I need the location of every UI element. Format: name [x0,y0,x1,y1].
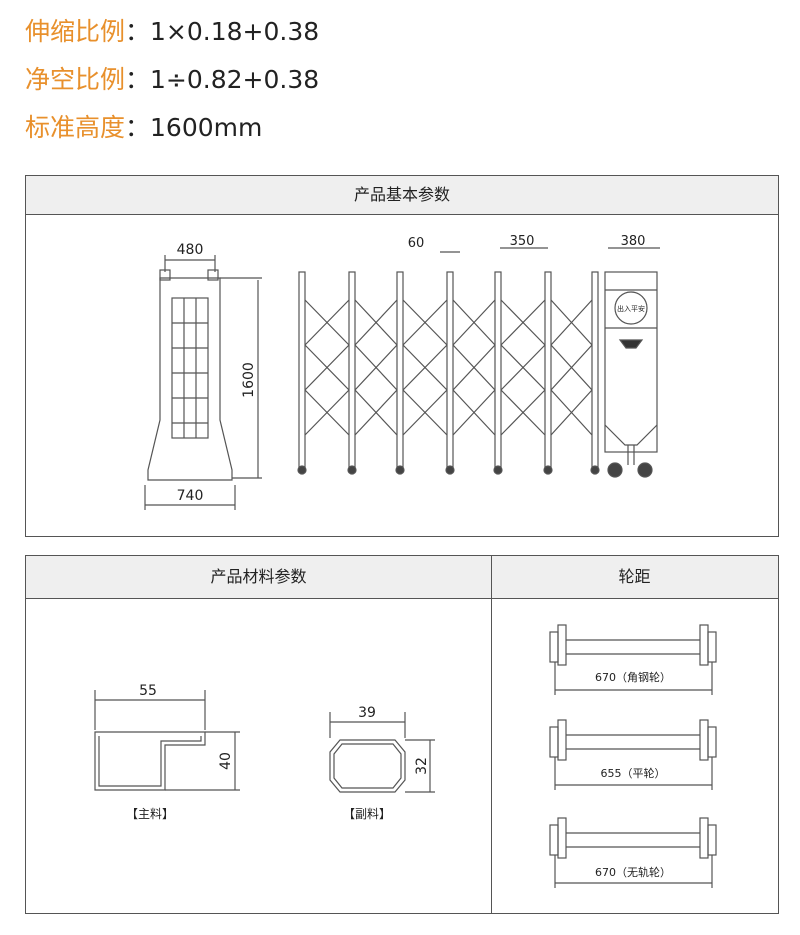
scissor-link [550,344,593,391]
material-params-title: 产品材料参数 [210,567,307,586]
spec-sep: ： [125,17,151,46]
scissor-link [452,389,496,436]
scissor-link [402,389,448,436]
wheelbase-label: 655（平轮） [601,766,666,780]
gate-wheel [347,465,357,475]
wheelbase-label: 670（角钢轮） [595,670,671,684]
scissor-link [304,389,350,436]
dim-39: 39 [358,705,376,721]
wheel [557,719,567,761]
spec-label: 伸缩比例 [25,17,126,46]
dim-380: 380 [621,234,646,249]
aux-material-label: 【副料】 [343,807,391,821]
scissor-link [402,344,448,391]
wheel [707,726,717,758]
scissor-link [452,344,496,391]
spec-sep: ： [125,113,151,142]
scissor-link [550,299,593,346]
spec-label: 标准高度 [25,113,126,142]
main-material-label: 【主料】 [126,807,174,821]
spec-stretch-ratio: 伸缩比例：1×0.18+0.38 [25,12,319,48]
dim-1600: 1600 [241,362,257,398]
wheel [549,726,559,758]
dim-60: 60 [408,236,425,251]
gate-post [591,271,599,468]
gate-wheel [493,465,503,475]
wheel [557,624,567,666]
basic-params-title: 产品基本参数 [26,176,778,215]
scissor-link [402,299,448,346]
wheelbase-drawings [549,624,717,888]
scissor-link [354,299,398,346]
control-box [604,271,658,478]
scissor-link [452,299,496,346]
scissor-link [354,389,398,436]
gate-wheel [297,465,307,475]
wheel [707,824,717,856]
spec-label: 净空比例 [25,65,126,94]
scissor-link [500,299,546,346]
aux-material-profile [329,712,435,793]
wheelbase-title: 轮距 [618,567,651,586]
spec-value: 1÷0.82+0.38 [150,65,320,94]
dim-55: 55 [139,683,157,699]
gate-post [544,271,552,468]
scissor-link [550,389,593,436]
gate-side-view [297,271,600,475]
wheel [557,817,567,859]
spec-value: 1600mm [150,113,263,142]
scissor-link [304,299,350,346]
wheel [699,817,709,859]
gate-wheel [543,465,553,475]
scissor-link [500,344,546,391]
wheel [707,631,717,663]
dim-40: 40 [218,752,234,770]
scissor-link [500,389,546,436]
gate-post [396,271,404,468]
gate-wheel [590,465,600,475]
spec-standard-height: 标准高度：1600mm [25,108,262,144]
gate-post [348,271,356,468]
column-divider [491,556,492,914]
wheel [549,824,559,856]
basic-params-panel: 产品基本参数 [25,175,779,537]
gate-wheel [445,465,455,475]
scissor-link [354,344,398,391]
sign-text: 出入平安 [617,304,645,313]
gate-post [494,271,502,468]
panel-header: 产品材料参数 轮距 [26,556,778,914]
gate-post [446,271,454,468]
dim-480: 480 [177,242,204,258]
gate-front-view [144,255,262,510]
gate-post [298,271,306,468]
dim-350: 350 [510,234,535,249]
spec-clearance-ratio: 净空比例：1÷0.82+0.38 [25,60,319,96]
wheel [549,631,559,663]
dim-32: 32 [414,757,430,775]
wheel [699,719,709,761]
scissor-link [304,344,350,391]
wheel [699,624,709,666]
main-material-profile [94,690,240,791]
gate-wheel [395,465,405,475]
spec-sep: ： [125,65,151,94]
spec-value: 1×0.18+0.38 [150,17,320,46]
wheelbase-label: 670（无轨轮） [595,865,671,879]
dim-740: 740 [177,488,204,504]
